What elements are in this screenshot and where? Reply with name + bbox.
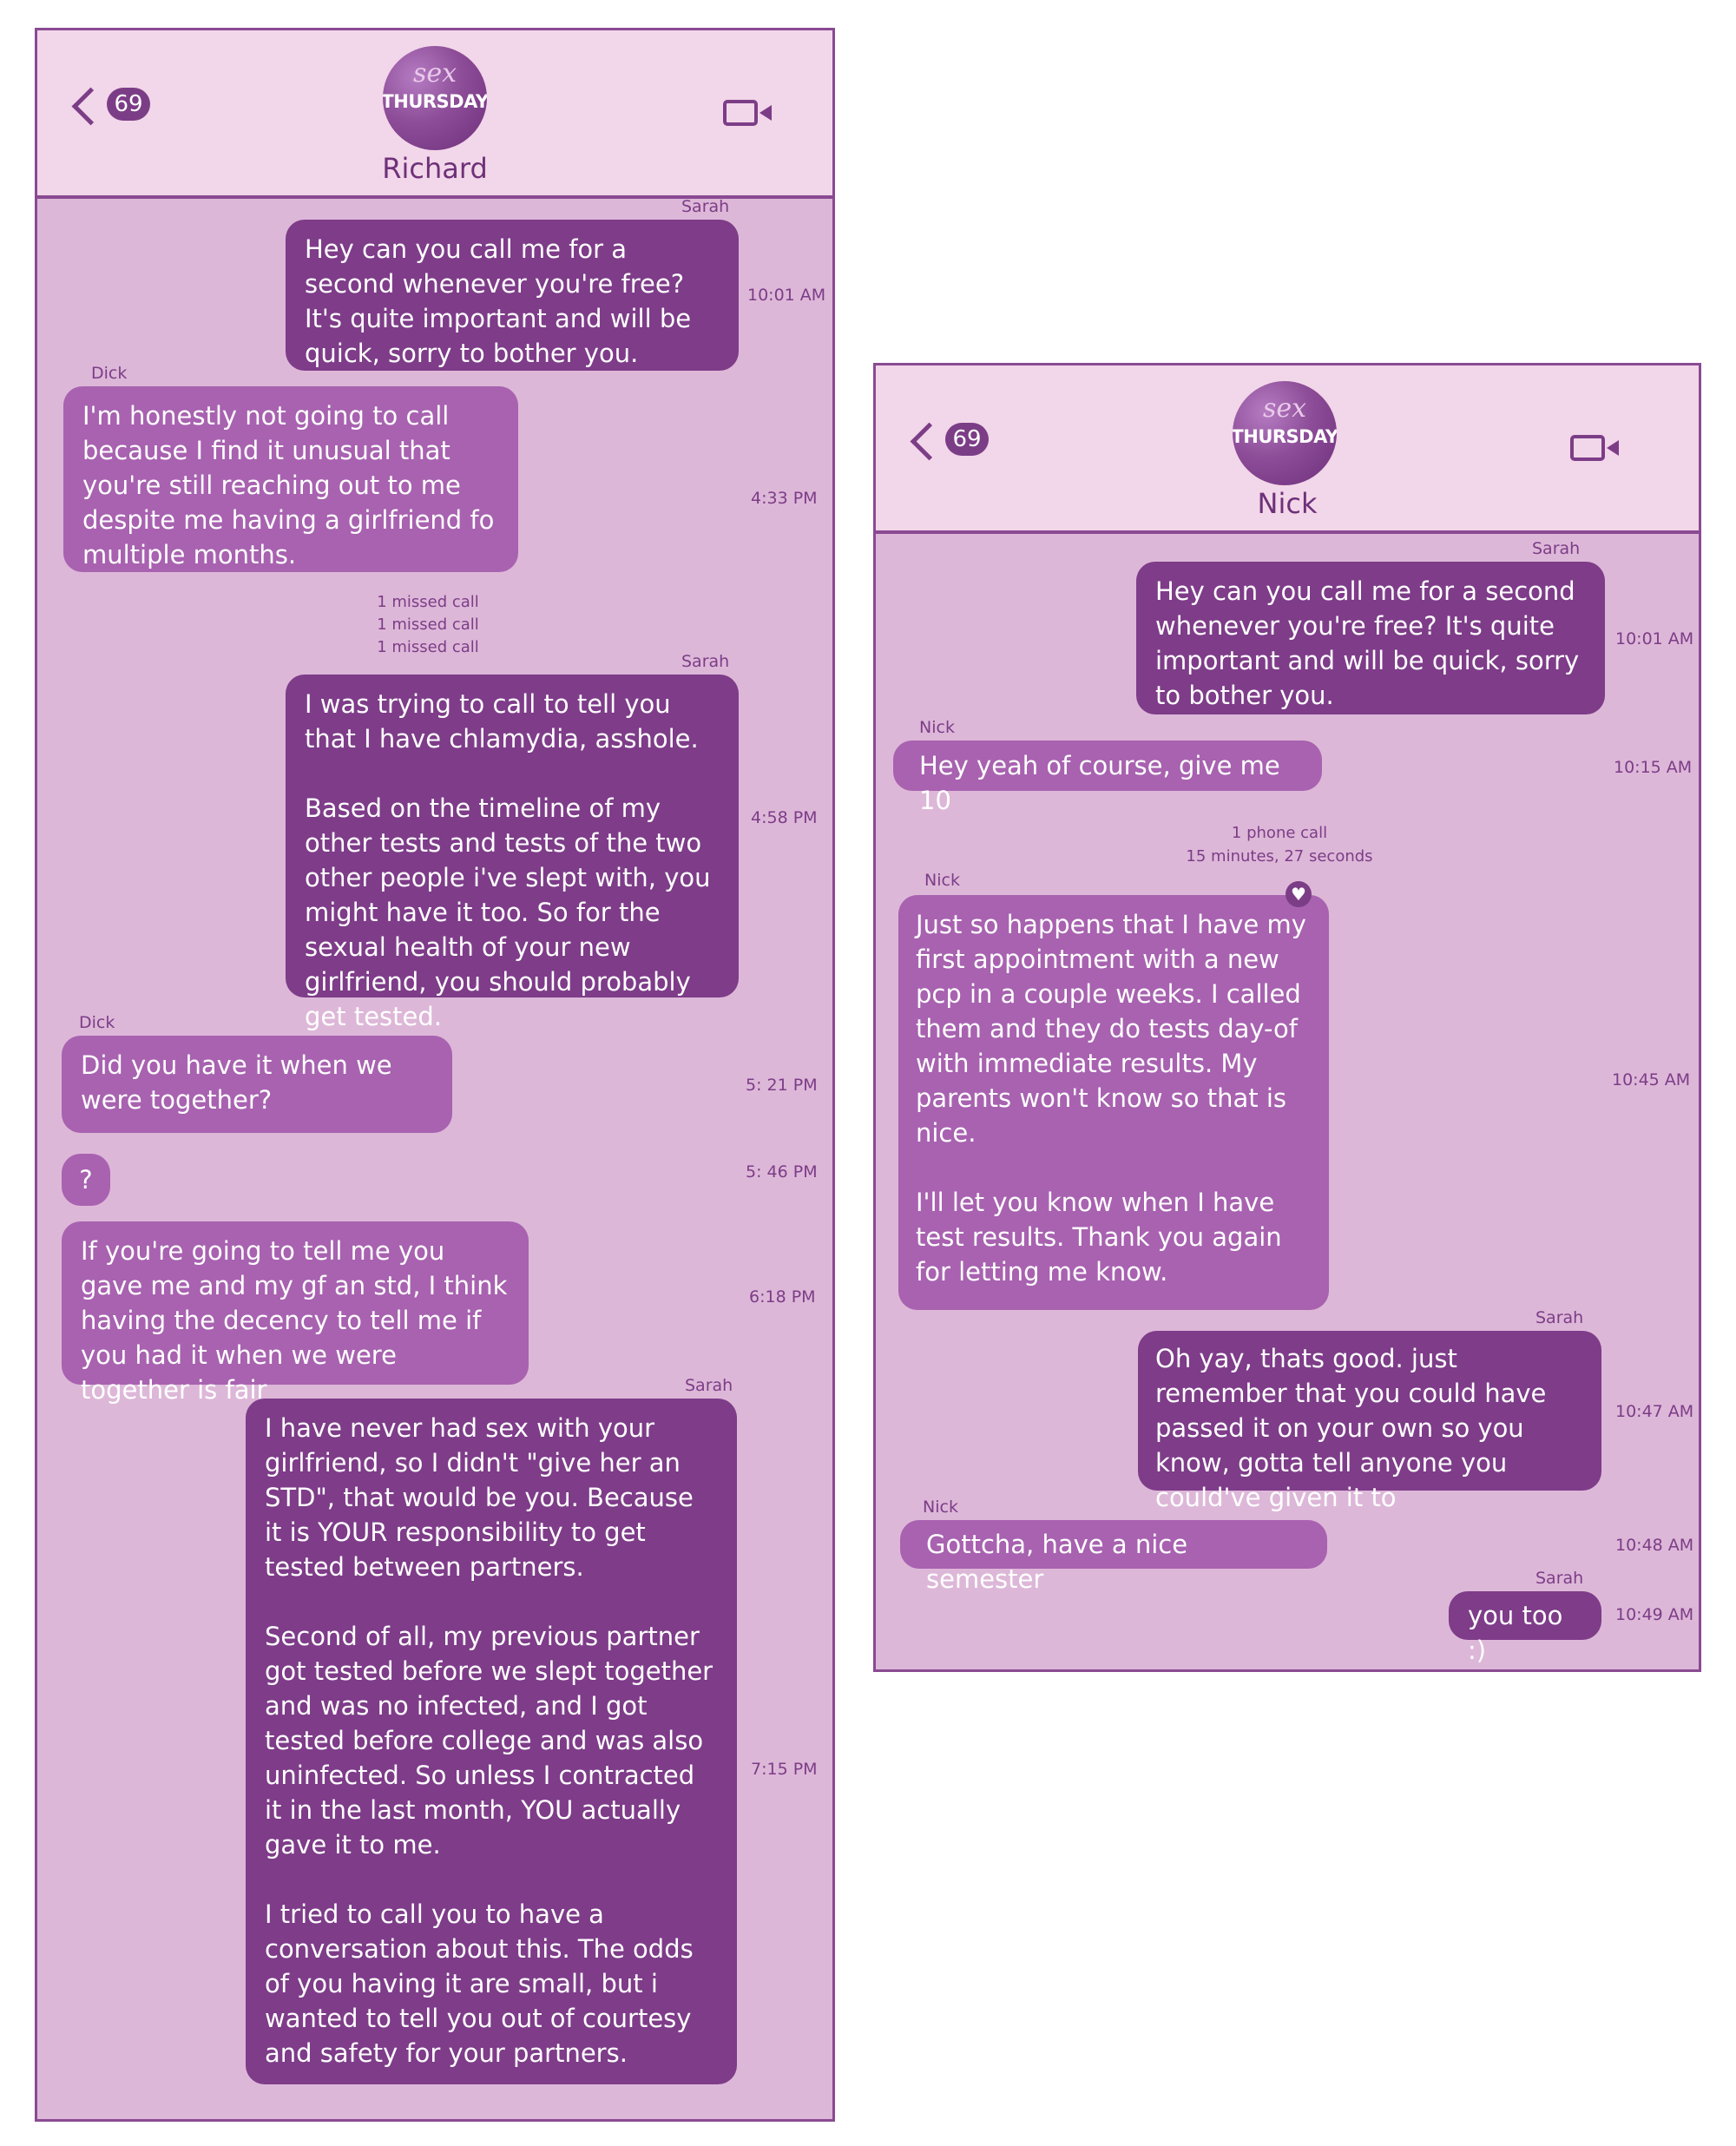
sender-label: Sarah (685, 1376, 733, 1395)
sender-label: Sarah (1532, 539, 1581, 558)
sender-label: Nick (924, 871, 960, 890)
missed-call-label: 1 missed call (377, 638, 479, 656)
sender-label: Nick (923, 1498, 958, 1517)
call-info-label: 15 minutes, 27 seconds (1186, 847, 1373, 866)
back-chevron-icon[interactable] (910, 422, 949, 461)
contact-avatar-logo[interactable]: sex THURSDAY (1233, 381, 1337, 485)
logo-text-top: sex (412, 58, 457, 89)
sender-label: Dick (79, 1013, 115, 1032)
sender-label: Nick (919, 718, 955, 737)
message-time: 7:15 PM (751, 1760, 818, 1779)
message-time: 10:45 AM (1612, 1070, 1691, 1089)
message-bubble[interactable]: Hey yeah of course, give me 10 (893, 741, 1322, 815)
back-chevron-icon[interactable] (71, 87, 110, 126)
logo-text-bottom: THURSDAY (1233, 426, 1337, 447)
message-time: 6:18 PM (749, 1287, 816, 1307)
chat-window-nick: 69 sex THURSDAY Nick Sarah Hey can you c… (873, 363, 1701, 1672)
sender-label: Sarah (1535, 1569, 1584, 1588)
missed-call-label: 1 missed call (377, 593, 479, 611)
message-time: 5: 21 PM (746, 1076, 818, 1095)
message-bubble[interactable]: If you're going to tell me you gave me a… (62, 1221, 529, 1405)
message-bubble[interactable]: Hey can you call me for a second wheneve… (286, 220, 739, 371)
sender-label: Dick (91, 364, 128, 383)
chat-header: 69 sex THURSDAY Richard (37, 30, 832, 199)
message-time: 4:33 PM (751, 489, 818, 508)
message-bubble[interactable]: Oh yay, thats good. just remember that y… (1138, 1331, 1601, 1512)
sender-label: Sarah (681, 652, 730, 671)
message-bubble[interactable]: I have never had sex with your girlfrien… (246, 1399, 737, 2084)
chat-header: 69 sex THURSDAY Nick (876, 365, 1699, 534)
message-bubble[interactable]: Gottcha, have a nice semester (900, 1520, 1327, 1594)
message-bubble[interactable]: you too :) (1449, 1591, 1601, 1665)
unread-count-badge[interactable]: 69 (107, 88, 150, 121)
message-bubble[interactable]: ? (62, 1154, 110, 1206)
message-bubble[interactable]: I'm honestly not going to call because I… (63, 386, 518, 572)
call-info-label: 1 phone call (1231, 824, 1328, 842)
video-call-icon[interactable] (1570, 435, 1619, 461)
contact-avatar-logo[interactable]: sex THURSDAY (383, 46, 487, 150)
message-time: 10:48 AM (1615, 1536, 1694, 1555)
message-time: 4:58 PM (751, 808, 818, 827)
message-bubble[interactable]: Did you have it when we were together? (62, 1036, 452, 1133)
missed-call-label: 1 missed call (377, 615, 479, 634)
logo-text-bottom: THURSDAY (383, 91, 487, 112)
chat-window-richard: 69 sex THURSDAY Richard Sarah Hey can yo… (35, 28, 835, 2122)
video-call-icon[interactable] (723, 100, 772, 126)
heart-reaction-icon[interactable]: ♥ (1286, 881, 1312, 907)
message-bubble[interactable]: I was trying to call to tell you that I … (286, 675, 739, 1031)
sender-label: Sarah (681, 197, 730, 216)
unread-count-badge[interactable]: 69 (945, 423, 989, 456)
logo-text-top: sex (1262, 393, 1307, 424)
message-bubble[interactable]: Hey can you call me for a second wheneve… (1136, 562, 1605, 714)
contact-name[interactable]: Richard (382, 152, 488, 185)
message-time: 10:01 AM (747, 286, 826, 305)
sender-label: Sarah (1535, 1308, 1584, 1327)
message-time: 10:01 AM (1615, 629, 1694, 648)
contact-name[interactable]: Nick (1257, 487, 1318, 520)
message-time: 10:49 AM (1615, 1605, 1694, 1624)
message-time: 10:47 AM (1615, 1402, 1694, 1421)
message-time: 5: 46 PM (746, 1162, 818, 1182)
message-bubble[interactable]: Just so happens that I have my first app… (898, 895, 1329, 1310)
message-time: 10:15 AM (1614, 758, 1693, 777)
